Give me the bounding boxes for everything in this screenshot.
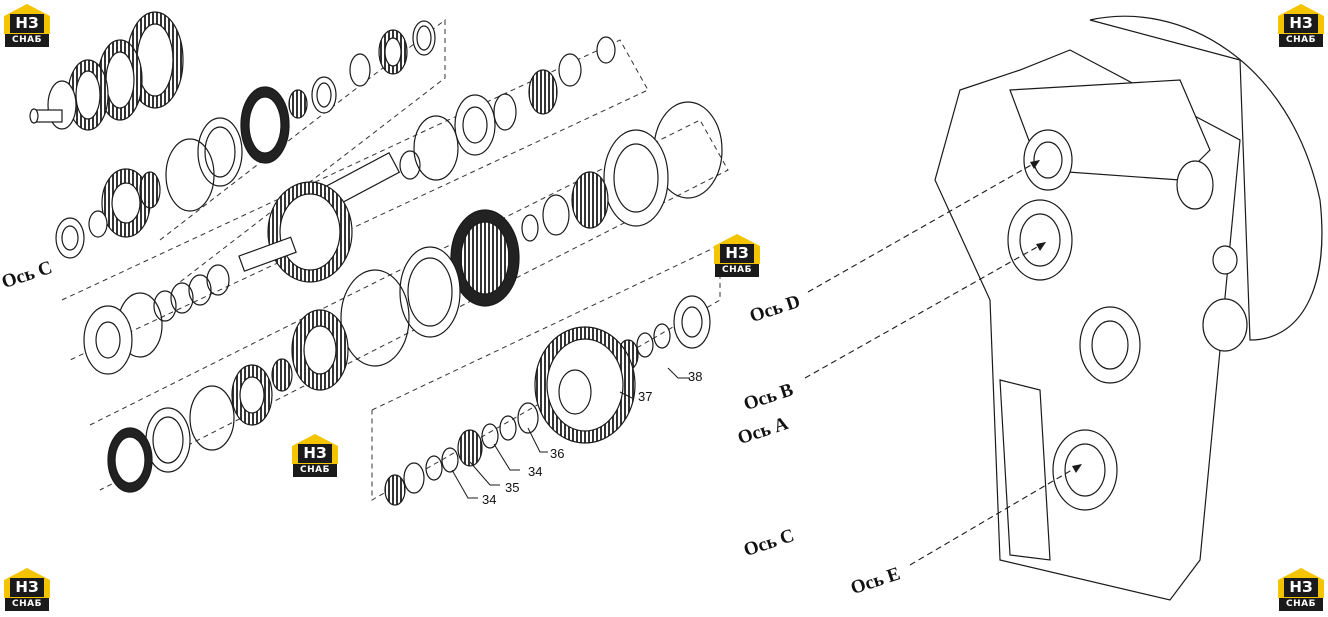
row2-parts	[83, 36, 616, 375]
callout-34-upper: 34	[528, 464, 542, 479]
callout-35: 35	[505, 480, 519, 495]
callout-38: 38	[688, 369, 702, 384]
callout-leaders	[451, 367, 690, 499]
axis-leaders	[804, 159, 1083, 566]
gearbox-housing	[934, 15, 1323, 601]
callout-34-lower: 34	[482, 492, 496, 507]
row4-parts	[384, 295, 711, 506]
assembled-gear-cluster	[29, 11, 184, 131]
axis-leader-arrows	[1030, 160, 1082, 473]
row1-parts	[55, 20, 436, 259]
callout-36: 36	[550, 446, 564, 461]
callout-37: 37	[638, 389, 652, 404]
row3-parts	[107, 101, 723, 493]
